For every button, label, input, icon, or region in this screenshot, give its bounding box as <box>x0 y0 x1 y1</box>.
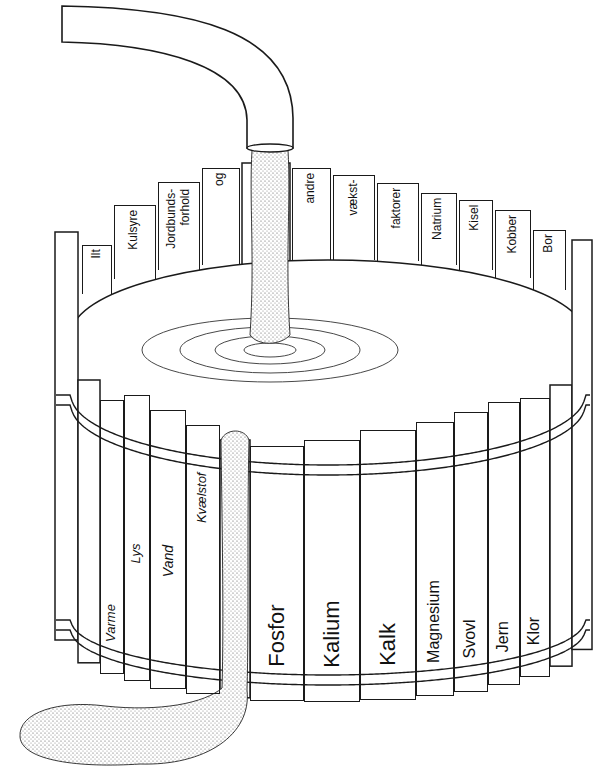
stave-label: Kalk <box>375 480 400 666</box>
barrel-stave: vækst- <box>333 175 375 260</box>
stave-label: og <box>214 172 228 259</box>
stave-fill <box>416 422 454 696</box>
stave-label: Jern <box>494 463 512 653</box>
barrel-stave: og <box>202 168 240 265</box>
barrel-stave: Kobber <box>495 210 531 278</box>
barrel-stave: Ilt <box>82 245 112 294</box>
stave-label: Kalium <box>319 481 344 667</box>
barrel-stave: Vand <box>150 410 186 689</box>
barrel-stave: Klor <box>520 398 550 677</box>
ripple <box>244 343 296 357</box>
water-line <box>71 260 585 335</box>
blank-stave <box>78 380 100 663</box>
stave-label: Klor <box>525 453 543 645</box>
barrel-stave: Kalium <box>304 440 360 702</box>
stave-label: Kvælstof <box>195 473 210 661</box>
stave-label: andre <box>304 172 318 254</box>
barrel-stave: Jern <box>488 402 520 685</box>
barrel-stave: Fosfor <box>250 446 304 701</box>
stave-fill <box>186 425 220 694</box>
stave-fill <box>250 446 304 701</box>
stave-fill <box>304 440 360 702</box>
stave-fill <box>100 400 124 674</box>
stave-label: Bor <box>542 235 556 285</box>
barrel-stave: Magnesium <box>416 422 454 696</box>
stave-label: Fosfor <box>264 480 289 666</box>
spilled-water <box>20 431 249 765</box>
barrel-stave: Kvælstof <box>186 425 220 694</box>
stave-label: Varme <box>104 449 119 642</box>
barrel-stave: Bor <box>533 230 566 290</box>
barrel-stave: faktorer <box>377 183 419 261</box>
barrel-stave: Kulsyre <box>114 205 156 279</box>
blank-stave <box>550 385 572 666</box>
stave-label: Natrium <box>432 198 446 260</box>
barrel-stave: Natrium <box>421 193 457 265</box>
barrel-stave: Kisel <box>459 200 493 270</box>
stave-label: Lys <box>129 458 144 649</box>
water-stream <box>250 150 290 343</box>
barrel-stave: Kalk <box>360 430 416 700</box>
barrel-stave: Lys <box>124 395 150 681</box>
stave-fill <box>124 395 150 681</box>
stave-fill <box>360 430 416 700</box>
stave-fill <box>488 402 520 685</box>
stave-label: Ilt <box>90 250 104 289</box>
stave-label: Kisel <box>469 204 483 264</box>
blank-stave <box>572 240 592 649</box>
stave-label: Kobber <box>506 215 520 273</box>
stave-label: Svovl <box>461 470 479 659</box>
stave-label: Magnesium <box>425 475 443 662</box>
water-pipe <box>62 6 293 148</box>
blank-stave <box>55 232 78 640</box>
stave-label: Kulsyre <box>128 210 142 274</box>
barrel-stave: Jordbunds- forhold <box>158 182 200 270</box>
barrel-stave: Svovl <box>454 412 488 692</box>
stave-label: faktorer <box>391 187 405 255</box>
stave-label: vækst- <box>347 179 361 254</box>
stave-fill <box>454 412 488 692</box>
pipe-mouth <box>247 144 293 152</box>
stave-label: Jordbunds- forhold <box>165 188 193 262</box>
barrel-stave: andre <box>292 168 331 260</box>
stave-label: Vand <box>159 466 175 655</box>
barrel-stave: Varme <box>100 400 124 674</box>
